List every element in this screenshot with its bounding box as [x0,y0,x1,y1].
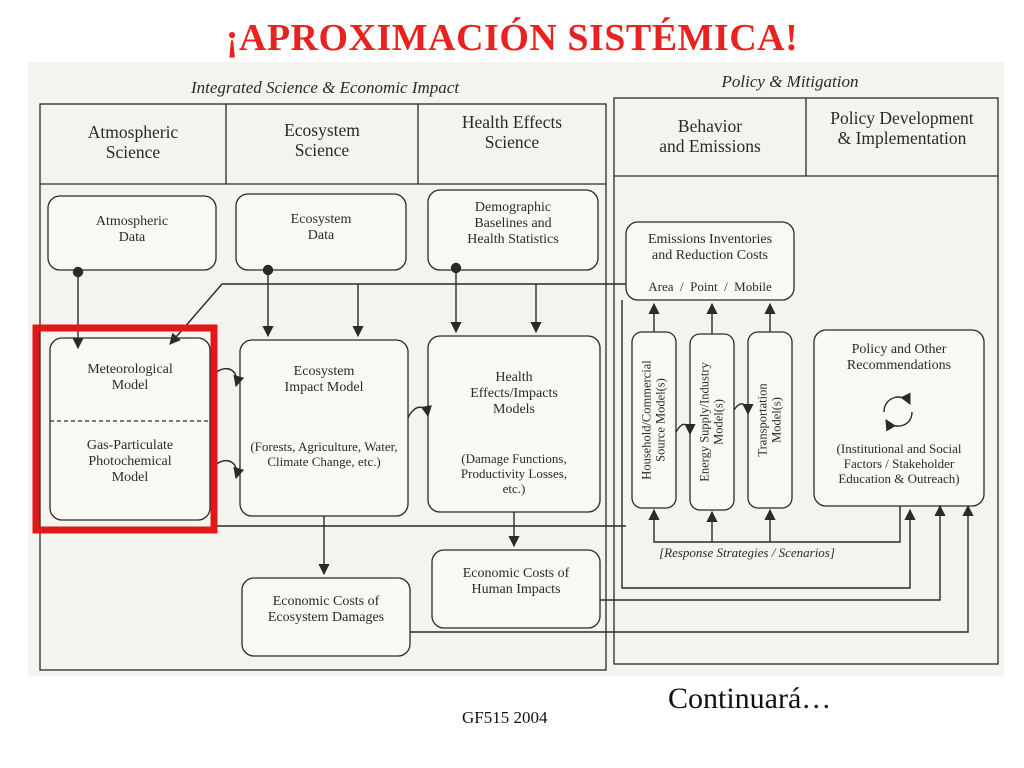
label-human-costs: Economic Costs of Human Impacts [462,566,570,598]
box-demographic [427,189,599,271]
section-right-heading: Policy & Mitigation [721,72,859,91]
label-ecosystem-impact: Ecosystem Impact Model [284,364,364,396]
label-household-model: Household/Commercial Source Model(s) [639,360,667,480]
connectors [72,262,974,633]
exchange-arrow-5 [733,403,754,416]
category-policy: Policy Development & Implementation [830,108,974,149]
category-health: Health Effects Science [461,112,563,153]
footer-code: GF515 2004 [462,708,548,727]
label-gas-particulate: Gas-Particulate Photochemical Model [86,438,174,486]
label-health-effects: Health Effects/Impacts Models [470,370,558,418]
label-energy-model: Energy Supply/Industry Model(s) [697,362,725,482]
section-left-heading: Integrated Science & Economic Impact [190,78,460,97]
label-ecosystem-data: Ecosystem Data [290,212,352,244]
label-response-strategies: [Response Strategies / Scenarios] [659,545,835,560]
label-policy-reco-sub: (Institutional and Social Factors / Stak… [836,441,962,486]
dot-ecosystem [262,264,274,276]
box-human-costs [431,549,601,629]
label-meteorological: Meteorological Model [87,362,173,394]
loop-bottom-3 [410,504,974,633]
loop-bottom-1 [621,300,916,589]
box-atmos-models [49,337,211,521]
response-loop [648,506,901,543]
label-emissions-sub: Area / Point / Mobile [648,279,772,294]
frame-science [39,103,607,671]
dot-demographic [450,262,462,274]
label-eco-costs: Economic Costs of Ecosystem Damages [267,594,385,626]
box-policy-reco [813,329,985,507]
highlight-box [32,324,218,534]
box-atmospheric-data [47,195,217,271]
category-behavior: Behavior and Emissions [659,116,761,157]
category-ecosystem: Ecosystem Science [284,120,360,161]
box-emissions [625,221,795,301]
label-ecosystem-impact-sub: (Forests, Agriculture, Water, Climate Ch… [250,439,398,469]
label-emissions: Emissions Inventories and Reduction Cost… [647,232,773,264]
label-transportation-model: Transportation Model(s) [755,383,783,457]
exchange-arrow-4 [675,423,696,436]
dot-atmospheric [72,266,84,278]
cycle-arrow-top [883,392,911,413]
loop-bottom-2 [600,504,946,601]
model-boxes [47,189,985,657]
box-ecosystem-data [235,193,407,271]
cycle-arrow-bottom [885,411,913,432]
label-health-effects-sub: (Damage Functions, Productivity Losses, … [460,451,568,496]
label-policy-reco: Policy and Other Recommendations [846,342,952,374]
section-frames [39,97,999,671]
label-demographic: Demographic Baselines and Health Statist… [467,200,559,248]
footer-continue: Continuará… [668,682,832,715]
slide-title: ¡APROXIMACIÓN SISTÉMICA! [225,17,799,59]
label-atmospheric-data: Atmospheric Data [95,214,169,246]
line-emissions-feed [169,283,626,345]
box-eco-costs [241,577,411,657]
category-atmospheric: Atmospheric Science [87,122,179,163]
exchange-arrow-3 [407,405,432,419]
